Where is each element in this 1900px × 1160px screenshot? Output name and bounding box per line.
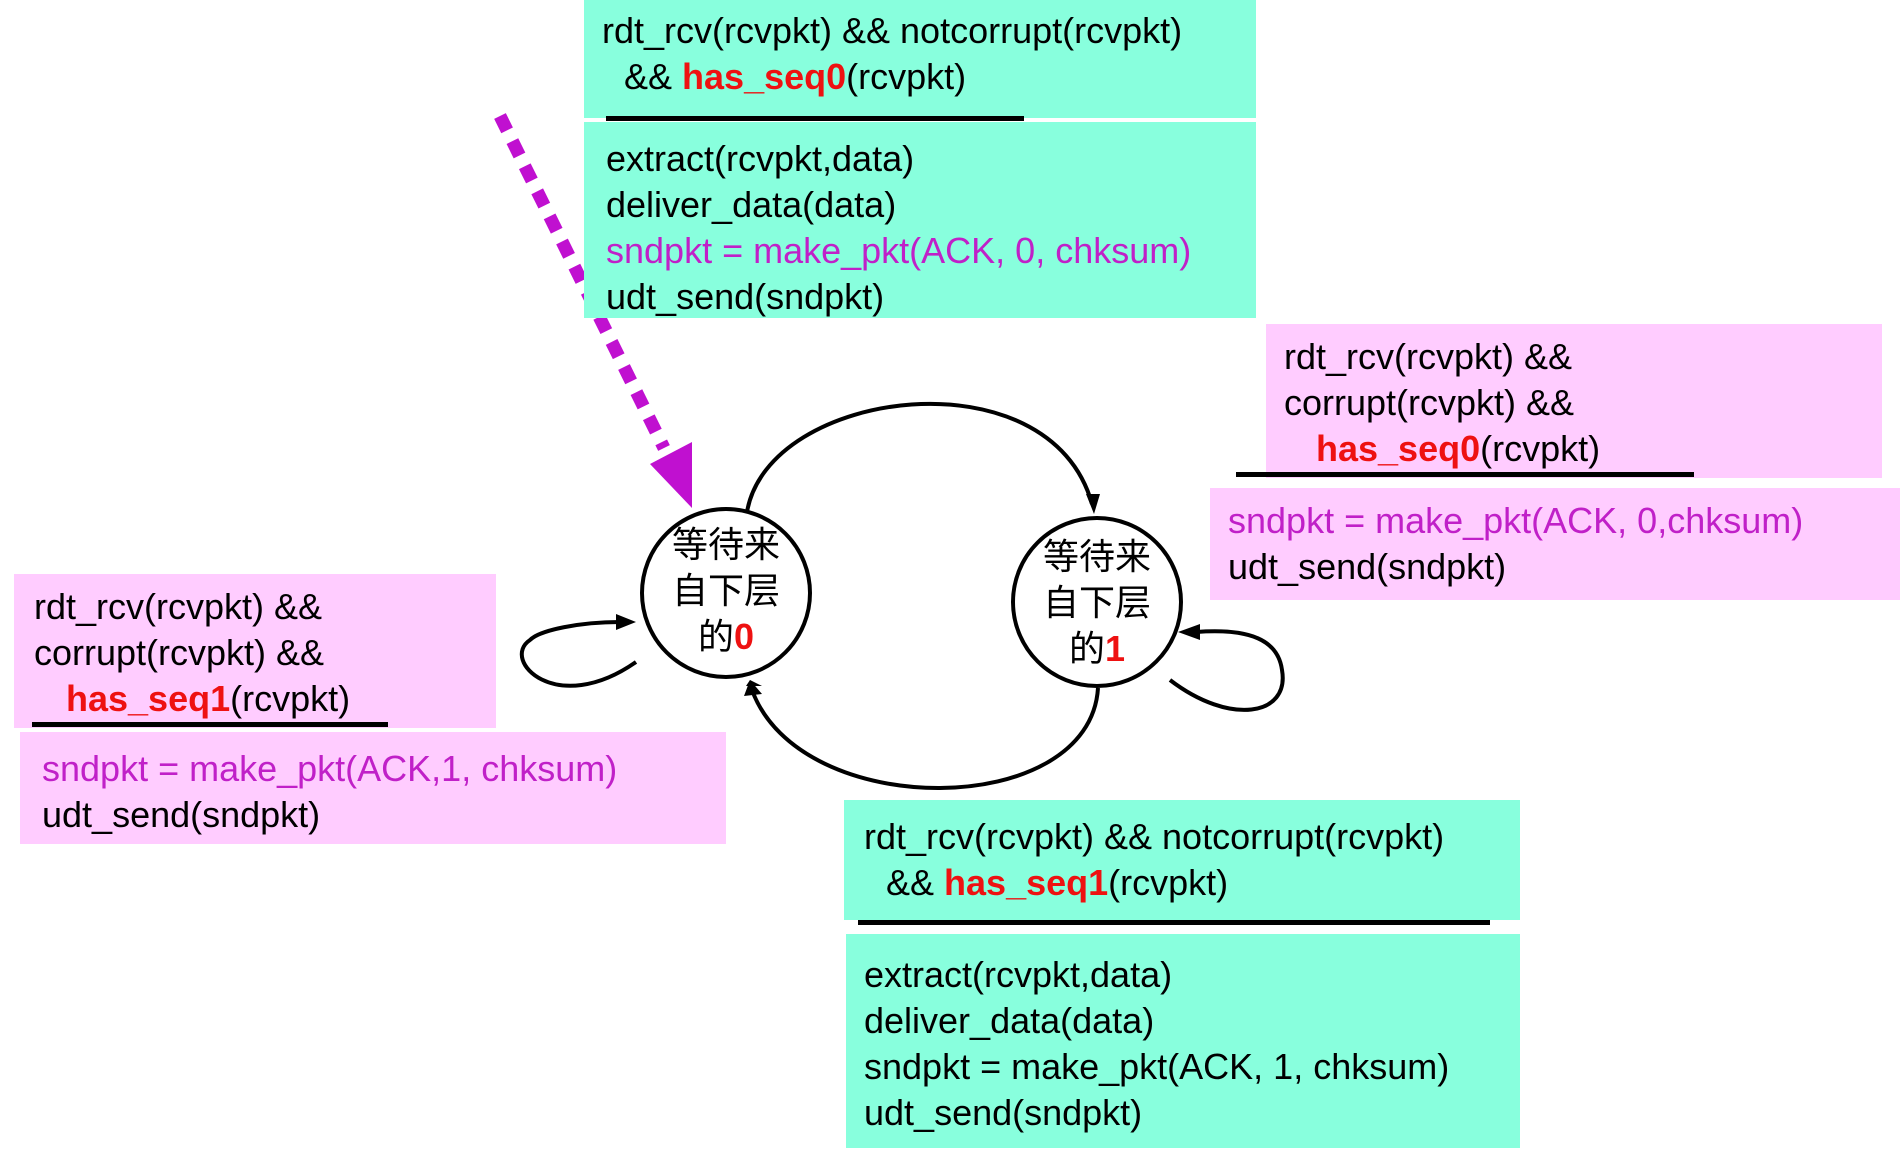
top-action-3: sndpkt = make_pkt(ACK, 0, chksum) [606, 230, 1192, 271]
bottom-separator [858, 920, 1490, 925]
left-cond-line3: has_seq1(rcvpkt) [34, 676, 496, 722]
state-circle-0 [640, 507, 812, 679]
state0-line3: 的0 [641, 614, 811, 660]
self-loop-1 [1168, 629, 1285, 712]
top-action-box: extract(rcvpkt,data) deliver_data(data) … [584, 122, 1256, 318]
self-loop-1-head [1178, 624, 1200, 640]
state-label-1: 等待来 自下层 的1 [1012, 534, 1182, 672]
state0-line1: 等待来 [671, 524, 780, 565]
state-label-0: 等待来 自下层 的0 [641, 522, 811, 660]
left-cond-line3-post: (rcvpkt) [230, 678, 351, 719]
arc-0-to-1 [745, 401, 1094, 513]
state1-line3: 的1 [1012, 626, 1182, 672]
state0-number: 0 [733, 616, 755, 657]
top-action-2: deliver_data(data) [606, 184, 897, 225]
right-action-2: udt_send(sndpkt) [1228, 546, 1507, 587]
bottom-action-2: deliver_data(data) [864, 1000, 1155, 1041]
right-cond-line1: rdt_rcv(rcvpkt) && [1284, 336, 1573, 377]
bottom-condition-box: rdt_rcv(rcvpkt) && notcorrupt(rcvpkt) &&… [844, 800, 1520, 920]
state-circle-1 [1011, 516, 1183, 688]
state1-line2: 自下层 [1042, 582, 1151, 623]
left-cond-line1: rdt_rcv(rcvpkt) && [34, 586, 323, 627]
state0-line2: 自下层 [671, 570, 780, 611]
top-condition-box: rdt_rcv(rcvpkt) && notcorrupt(rcvpkt) &&… [584, 0, 1256, 118]
top-cond-line2-post: (rcvpkt) [846, 56, 967, 97]
right-action-box: sndpkt = make_pkt(ACK, 0,chksum) udt_sen… [1210, 488, 1900, 600]
arc-0-to-1-head [1086, 494, 1100, 514]
bottom-action-3: sndpkt = make_pkt(ACK, 1, chksum) [864, 1046, 1450, 1087]
right-cond-line3: has_seq0(rcvpkt) [1284, 426, 1882, 472]
initial-arrow [494, 113, 670, 451]
state0-line3-text: 的 [697, 616, 734, 657]
top-action-4: udt_send(sndpkt) [606, 276, 885, 317]
left-separator [32, 722, 388, 727]
left-action-box: sndpkt = make_pkt(ACK,1, chksum) udt_sen… [20, 732, 726, 844]
left-cond-seq: has_seq1 [66, 678, 231, 719]
bottom-cond-seq: has_seq1 [944, 862, 1109, 903]
state1-line1: 等待来 [1042, 536, 1151, 577]
bottom-action-box: extract(rcvpkt,data) deliver_data(data) … [846, 934, 1520, 1148]
right-action-1: sndpkt = make_pkt(ACK, 0,chksum) [1228, 500, 1804, 541]
top-cond-line2: && has_seq0(rcvpkt) [602, 54, 1256, 100]
left-cond-line2: corrupt(rcvpkt) && [34, 632, 325, 673]
left-action-1: sndpkt = make_pkt(ACK,1, chksum) [42, 748, 618, 789]
left-action-2: udt_send(sndpkt) [42, 794, 321, 835]
top-cond-line1: rdt_rcv(rcvpkt) && notcorrupt(rcvpkt) [602, 10, 1183, 51]
right-cond-seq: has_seq0 [1316, 428, 1481, 469]
initial-arrowhead [650, 442, 692, 508]
self-loop-0 [519, 620, 638, 688]
bottom-cond-line1: rdt_rcv(rcvpkt) && notcorrupt(rcvpkt) [864, 816, 1445, 857]
bottom-action-4: udt_send(sndpkt) [864, 1092, 1143, 1133]
top-cond-seq: has_seq0 [682, 56, 847, 97]
top-action-1: extract(rcvpkt,data) [606, 138, 915, 179]
top-cond-line2-pre: && [624, 56, 683, 97]
state1-number: 1 [1104, 628, 1126, 669]
right-cond-line2: corrupt(rcvpkt) && [1284, 382, 1575, 423]
arc-1-to-0-head-tip [744, 680, 762, 696]
left-condition-box: rdt_rcv(rcvpkt) && corrupt(rcvpkt) && ha… [14, 574, 496, 728]
bottom-cond-line2: && has_seq1(rcvpkt) [864, 860, 1520, 906]
right-cond-line3-post: (rcvpkt) [1480, 428, 1601, 469]
right-separator [1236, 472, 1694, 477]
bottom-action-1: extract(rcvpkt,data) [864, 954, 1173, 995]
top-separator [606, 116, 1024, 121]
arc-1-to-0 [750, 687, 1100, 790]
bottom-cond-line2-post: (rcvpkt) [1108, 862, 1229, 903]
state1-line3-text: 的 [1068, 628, 1105, 669]
self-loop-0-head [616, 614, 636, 630]
right-condition-box: rdt_rcv(rcvpkt) && corrupt(rcvpkt) && ha… [1266, 324, 1882, 478]
bottom-cond-line2-pre: && [886, 862, 945, 903]
